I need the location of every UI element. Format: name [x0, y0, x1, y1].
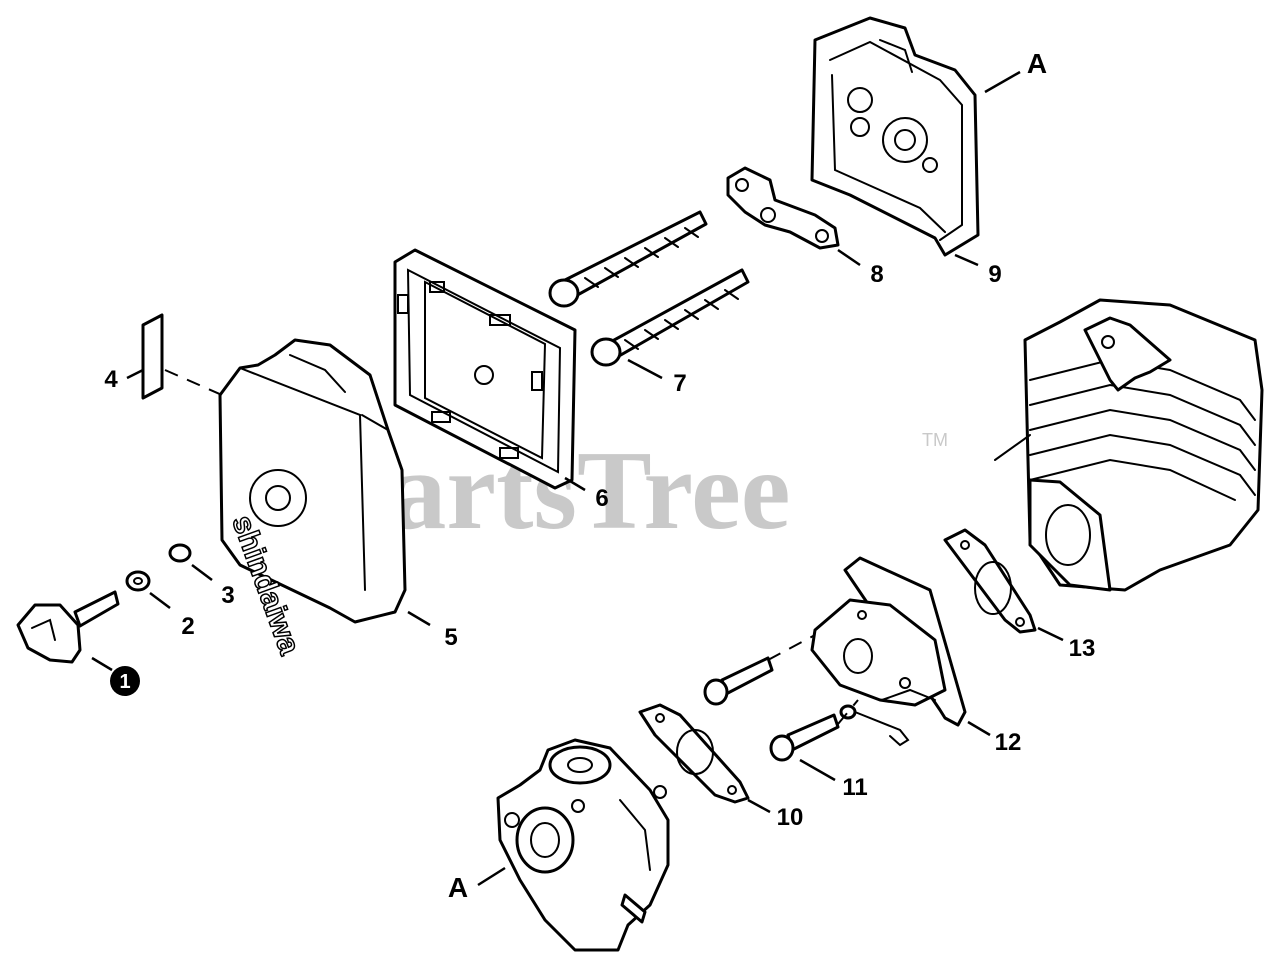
part-8-bracket[interactable]: [726, 166, 840, 250]
leader-line: [91, 656, 113, 672]
leader-line: [1037, 626, 1064, 642]
part-11-bolts[interactable]: [703, 656, 910, 762]
callout-1[interactable]: 1: [119, 671, 130, 693]
reference-a-bottom[interactable]: A: [448, 872, 468, 903]
assembly-line: [767, 634, 816, 661]
carburetor-assembly[interactable]: [496, 738, 670, 952]
cylinder-assembly[interactable]: [994, 298, 1264, 592]
leader-line: [191, 564, 213, 581]
callout-8[interactable]: 8: [870, 261, 883, 288]
assembly-line: [164, 369, 223, 396]
callout-12[interactable]: 12: [995, 729, 1022, 756]
reference-a-top[interactable]: A: [1027, 48, 1047, 79]
leader-line: [564, 476, 586, 492]
callout-5[interactable]: 5: [444, 624, 457, 651]
part-3-o-ring[interactable]: [168, 543, 192, 563]
part-6-filter-element[interactable]: [393, 248, 577, 490]
part-4-label[interactable]: [141, 313, 164, 400]
leader-line: [967, 720, 991, 737]
leader-line: [627, 358, 663, 380]
callout-13[interactable]: 13: [1069, 635, 1096, 662]
leader-line: [477, 866, 506, 887]
leader-line: [799, 758, 836, 782]
part-12-insulator[interactable]: [810, 556, 967, 727]
callout-7[interactable]: 7: [673, 370, 686, 397]
leader-line: [126, 368, 144, 380]
leader-line: [954, 253, 979, 267]
callout-1-badge: [110, 666, 140, 696]
part-7-bolts[interactable]: [548, 210, 750, 367]
callout-4[interactable]: 4: [104, 366, 118, 393]
leader-line: [984, 70, 1021, 94]
part-9-air-cleaner-base[interactable]: [810, 16, 980, 257]
part-1-knob[interactable]: [16, 590, 120, 664]
callout-10[interactable]: 10: [777, 804, 804, 831]
leader-line: [747, 798, 771, 814]
part-2-washer[interactable]: [125, 570, 151, 592]
leader-line: [149, 592, 171, 609]
callout-3[interactable]: 3: [221, 582, 234, 609]
leader-line: [407, 610, 431, 627]
assembly-line: [837, 699, 859, 725]
part-5-filter-cover[interactable]: shindaiwa: [218, 338, 407, 660]
callout-2[interactable]: 2: [181, 613, 194, 640]
leader-line: [837, 248, 861, 267]
callout-6[interactable]: 6: [595, 485, 608, 512]
part-13-gasket[interactable]: [943, 528, 1037, 634]
part-10-gasket[interactable]: [638, 703, 750, 804]
watermark-trademark: TM: [922, 430, 948, 450]
callout-9[interactable]: 9: [988, 261, 1001, 288]
callout-11[interactable]: 11: [842, 774, 867, 801]
